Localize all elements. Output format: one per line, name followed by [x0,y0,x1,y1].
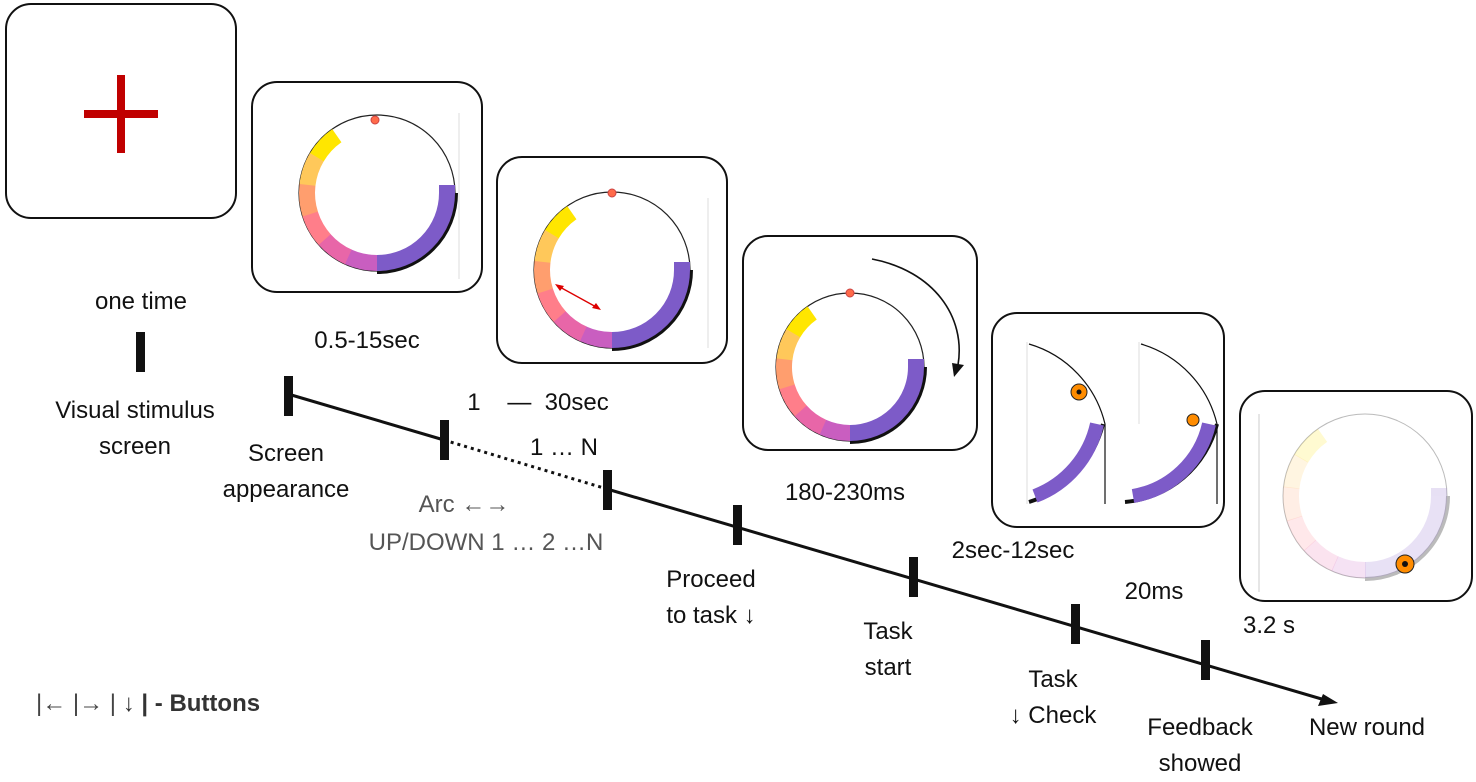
tick-proceed [733,505,742,545]
label-task-check: Task↓ Check [1009,666,1097,729]
stimulus-screen-panel [251,81,483,293]
tick-arc [440,420,449,460]
legend-down-key: ↓ | [122,690,149,717]
label-dur-1-30: 1 — 30sec [467,389,609,416]
color-arc-segment [534,260,554,295]
adjust-arrow-icon [557,285,599,309]
label-one-time: one time [94,288,188,315]
color-arc-segment [580,326,613,348]
color-arc-segment [794,405,828,435]
label-new-round: New round [1308,714,1426,741]
color-arc-segment [1283,486,1303,522]
purple-bar [1364,495,1447,578]
label-dur-180-230: 180-230ms [784,479,906,506]
buttons-legend: |← |→ | ↓ | - Buttons [36,690,260,718]
legend-text: - Buttons [148,690,261,717]
color-arc-segment [309,129,342,162]
stimulus-ring-2 [533,188,709,351]
marker-icon [1186,413,1200,427]
label-1-n: 1 … N [529,434,598,461]
marker-icon [607,188,617,198]
purple-bar [611,269,690,348]
marker-icon [845,288,855,298]
color-arc-segment [299,153,324,187]
purple-bar [849,366,924,441]
color-arc-segment [537,288,567,323]
task-check-view [1026,342,1219,504]
color-arc-segment [1283,453,1309,490]
bar-outline [611,269,693,351]
color-arc-segment [1294,428,1328,463]
color-arc-segment [318,233,353,265]
label-dur-20: 20ms [1124,578,1184,605]
tick-task-start [909,557,918,597]
rotation-panel [742,235,978,451]
stimulus-ring-3 [775,258,964,444]
marker-icon [370,115,380,125]
timeline-arrowhead-icon [1318,694,1338,706]
color-arc-segment [544,206,577,239]
tick-screen-appearance [284,376,293,416]
color-arc-segment [779,384,808,417]
color-arc-segment [302,211,332,246]
tick-updown [603,470,612,510]
rotation-arrow-icon [871,258,960,366]
color-arc-segment [1303,539,1339,572]
label-dur-3-2: 3.2 s [1242,612,1296,639]
color-arc-segment [1331,556,1366,578]
tick-feedback [1201,640,1210,680]
color-arc-segment [345,249,378,271]
tick-one-time [136,332,145,372]
purple-bar [376,192,455,271]
fixation-cross-icon [84,75,158,153]
color-arc-segment [786,306,817,338]
task-check-panel [991,312,1225,528]
stimulus-ring-1 [298,113,460,279]
label-arc: Arc ←→ [418,491,510,518]
bar-outline [376,192,458,274]
color-arc-segment [534,230,559,264]
color-arc-segment [776,329,801,362]
color-arc-segment [553,310,588,342]
color-arc-segment [819,419,851,441]
legend-keys: |← |→ | [36,690,123,717]
feedback-ring [1258,413,1450,592]
bar-outline [849,366,927,444]
feedback-panel [1239,390,1473,602]
color-arc-segment [299,183,319,218]
timeline-segment-1 [287,392,445,442]
tick-task-check [1071,604,1080,644]
color-arc-segment [776,358,795,390]
arc-adjust-panel [496,156,728,364]
label-dur-2-12: 2sec-12sec [951,537,1075,564]
label-updown: UP/DOWN 1 … 2 …N [368,529,604,556]
bar-outline [1364,495,1450,581]
timeline-dotted-segment [443,438,608,491]
label-dur-0-5-15: 0.5-15sec [314,327,420,354]
fixation-panel [5,3,237,219]
color-arc-segment [1286,515,1317,552]
